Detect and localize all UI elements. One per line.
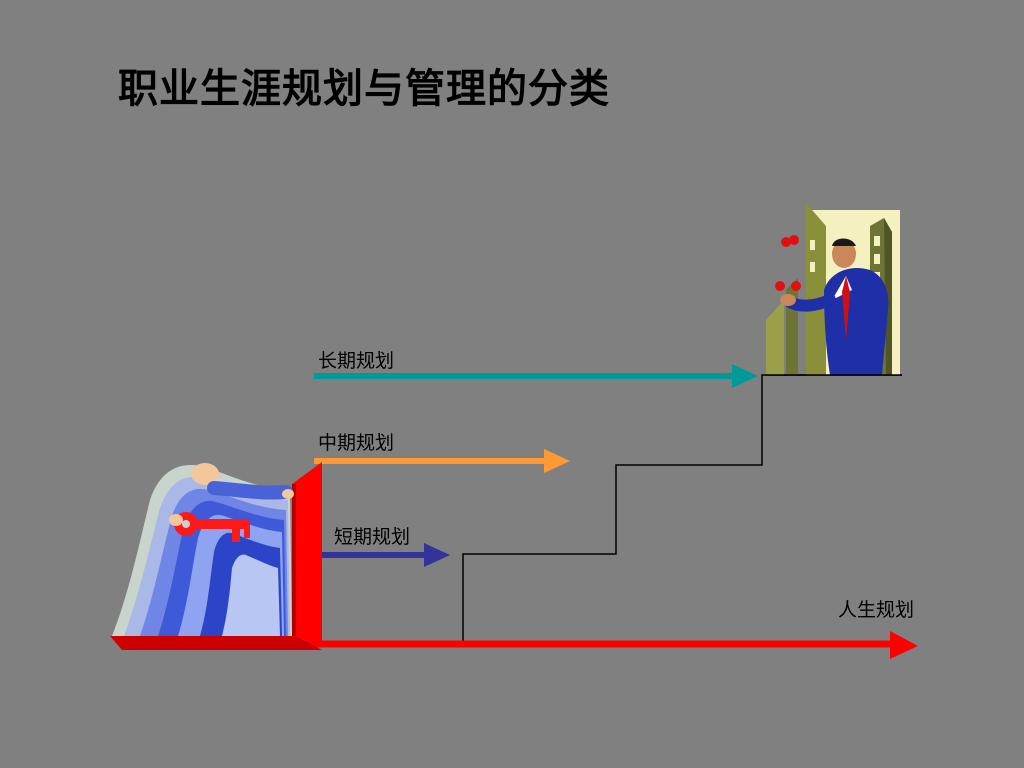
long-term-label: 长期规划 <box>318 350 395 372</box>
long-term-arrow <box>314 364 758 388</box>
short-term-arrow <box>322 543 450 567</box>
page-title: 职业生涯规划与管理的分类 <box>118 66 610 112</box>
person-turning-key-icon <box>112 463 294 636</box>
businessman-juggling-icon <box>766 203 902 376</box>
staircase-line <box>462 374 902 641</box>
mid-term-label: 中期规划 <box>318 432 395 454</box>
life-label: 人生规划 <box>838 599 915 621</box>
red-gate-shape <box>110 462 322 650</box>
short-term-label: 短期规划 <box>334 526 411 548</box>
mid-term-arrow <box>314 449 570 473</box>
